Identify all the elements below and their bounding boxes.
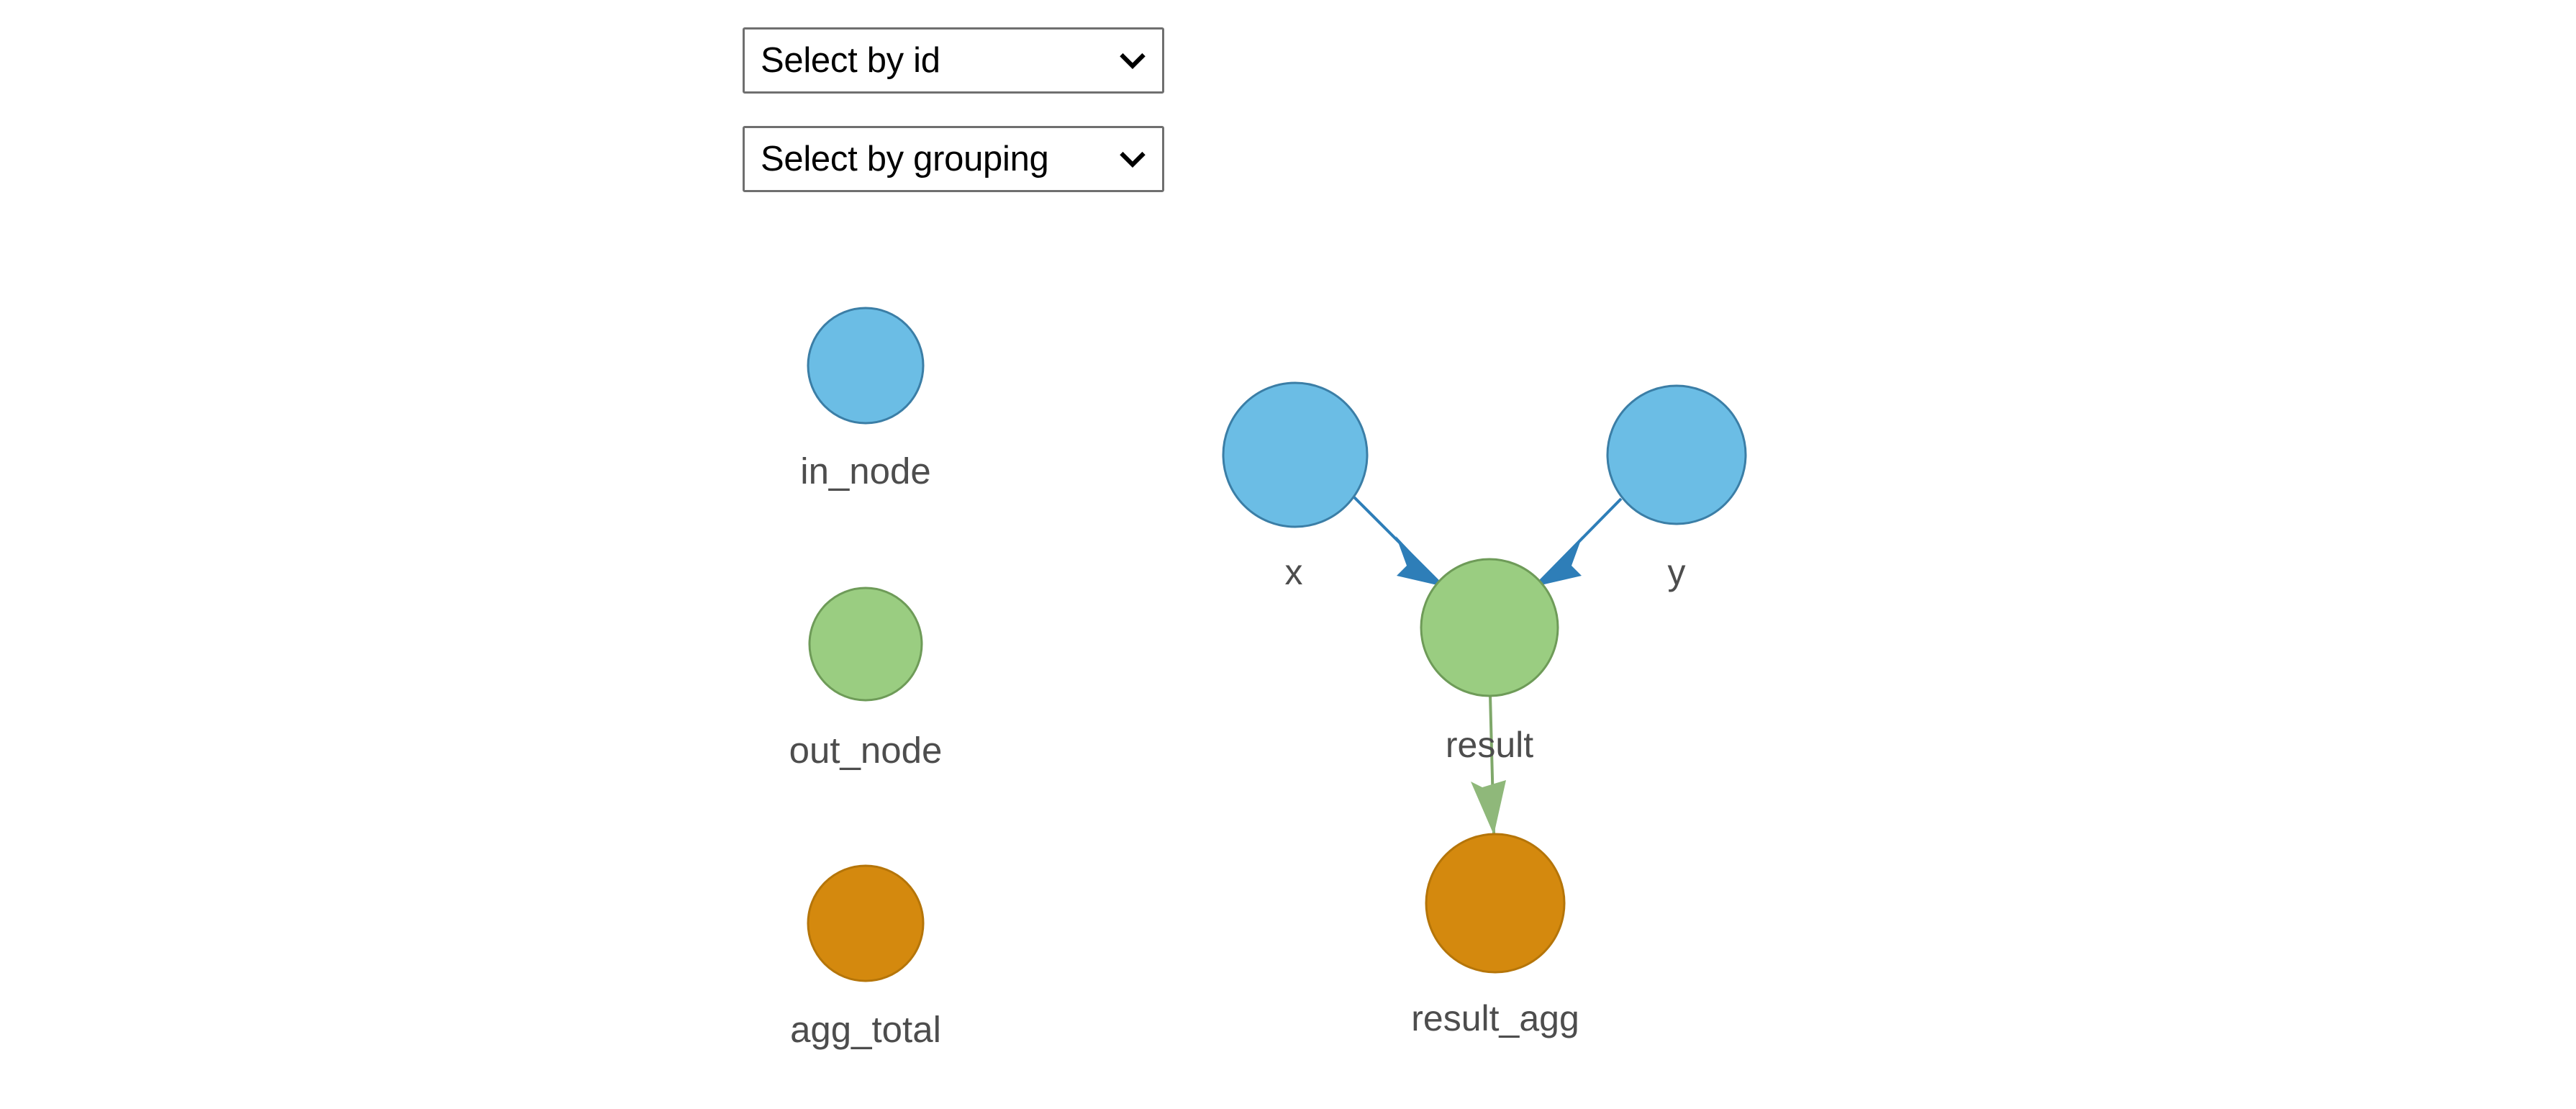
select-by-grouping-dropdown[interactable]: Select by grouping xyxy=(743,126,1164,192)
select-by-grouping-label: Select by grouping xyxy=(761,139,1049,178)
node-label: y xyxy=(1668,552,1686,592)
node-circle xyxy=(1606,384,1747,525)
edge-y-to-result[interactable] xyxy=(1535,497,1623,587)
edge-result-to-result-agg[interactable] xyxy=(1471,694,1506,835)
legend-item-agg-total[interactable]: agg_total xyxy=(790,864,941,1050)
node-label: x xyxy=(1285,552,1303,592)
edge-arrowhead xyxy=(1471,780,1506,835)
graph-node-result-agg[interactable]: result_agg xyxy=(1411,833,1579,1038)
filter-controls: Select by id Select by grouping xyxy=(743,27,1174,192)
legend-swatch-in-node xyxy=(807,307,925,425)
graph-node-x[interactable]: x xyxy=(1222,381,1369,592)
node-circle xyxy=(1420,558,1559,697)
edge-x-to-result[interactable] xyxy=(1352,495,1443,587)
node-circle xyxy=(1425,833,1566,974)
select-by-id-label: Select by id xyxy=(761,40,940,80)
node-circle xyxy=(1222,381,1369,528)
graph-edges xyxy=(1352,495,1623,835)
graph-node-result[interactable]: result xyxy=(1420,558,1559,765)
edge-arrowhead xyxy=(1535,536,1582,587)
chevron-down-icon xyxy=(1120,53,1146,70)
legend-label-agg-total: agg_total xyxy=(790,1009,941,1050)
select-by-id-dropdown[interactable]: Select by id xyxy=(743,27,1164,94)
edge-label-result: result xyxy=(1446,725,1533,765)
legend-item-in-node[interactable]: in_node xyxy=(800,307,931,492)
legend-label-out-node: out_node xyxy=(789,730,943,771)
legend-label-in-node: in_node xyxy=(800,451,931,492)
legend-swatch-out-node xyxy=(808,587,923,702)
graph-nodes: x y result result_agg xyxy=(1222,381,1747,1038)
legend-item-out-node[interactable]: out_node xyxy=(789,587,943,771)
legend: in_node out_node agg_total xyxy=(789,307,943,1050)
chevron-down-icon xyxy=(1120,151,1146,168)
graph-node-y[interactable]: y xyxy=(1606,384,1747,592)
edge-arrowhead xyxy=(1396,536,1443,587)
legend-swatch-agg-total xyxy=(807,864,925,982)
node-label: result_agg xyxy=(1411,998,1579,1038)
